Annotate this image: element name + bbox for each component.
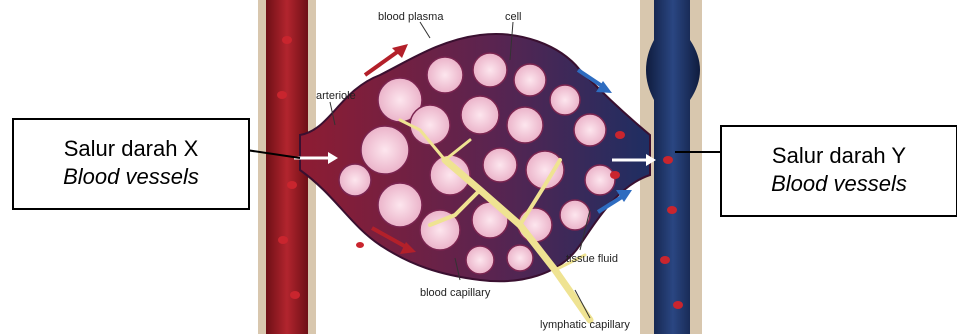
label-cell: cell: [505, 11, 522, 23]
callout-y-english: Blood vessels: [722, 170, 956, 198]
label-arteriole: arteriole: [316, 90, 356, 102]
label-tissue-fluid: tissue fluid: [566, 253, 618, 265]
callout-box-x: Salur darah X Blood vessels: [12, 118, 250, 210]
callout-x-english: Blood vessels: [14, 163, 248, 191]
callout-y-malay: Salur darah Y: [722, 142, 956, 170]
callout-x-malay: Salur darah X: [14, 135, 248, 163]
callout-box-y: Salur darah Y Blood vessels: [720, 125, 957, 217]
label-blood-plasma: blood plasma: [378, 11, 444, 23]
label-blood-capillary: blood capillary: [420, 287, 491, 299]
label-lymphatic-capillary: lymphatic capillary: [540, 319, 630, 331]
